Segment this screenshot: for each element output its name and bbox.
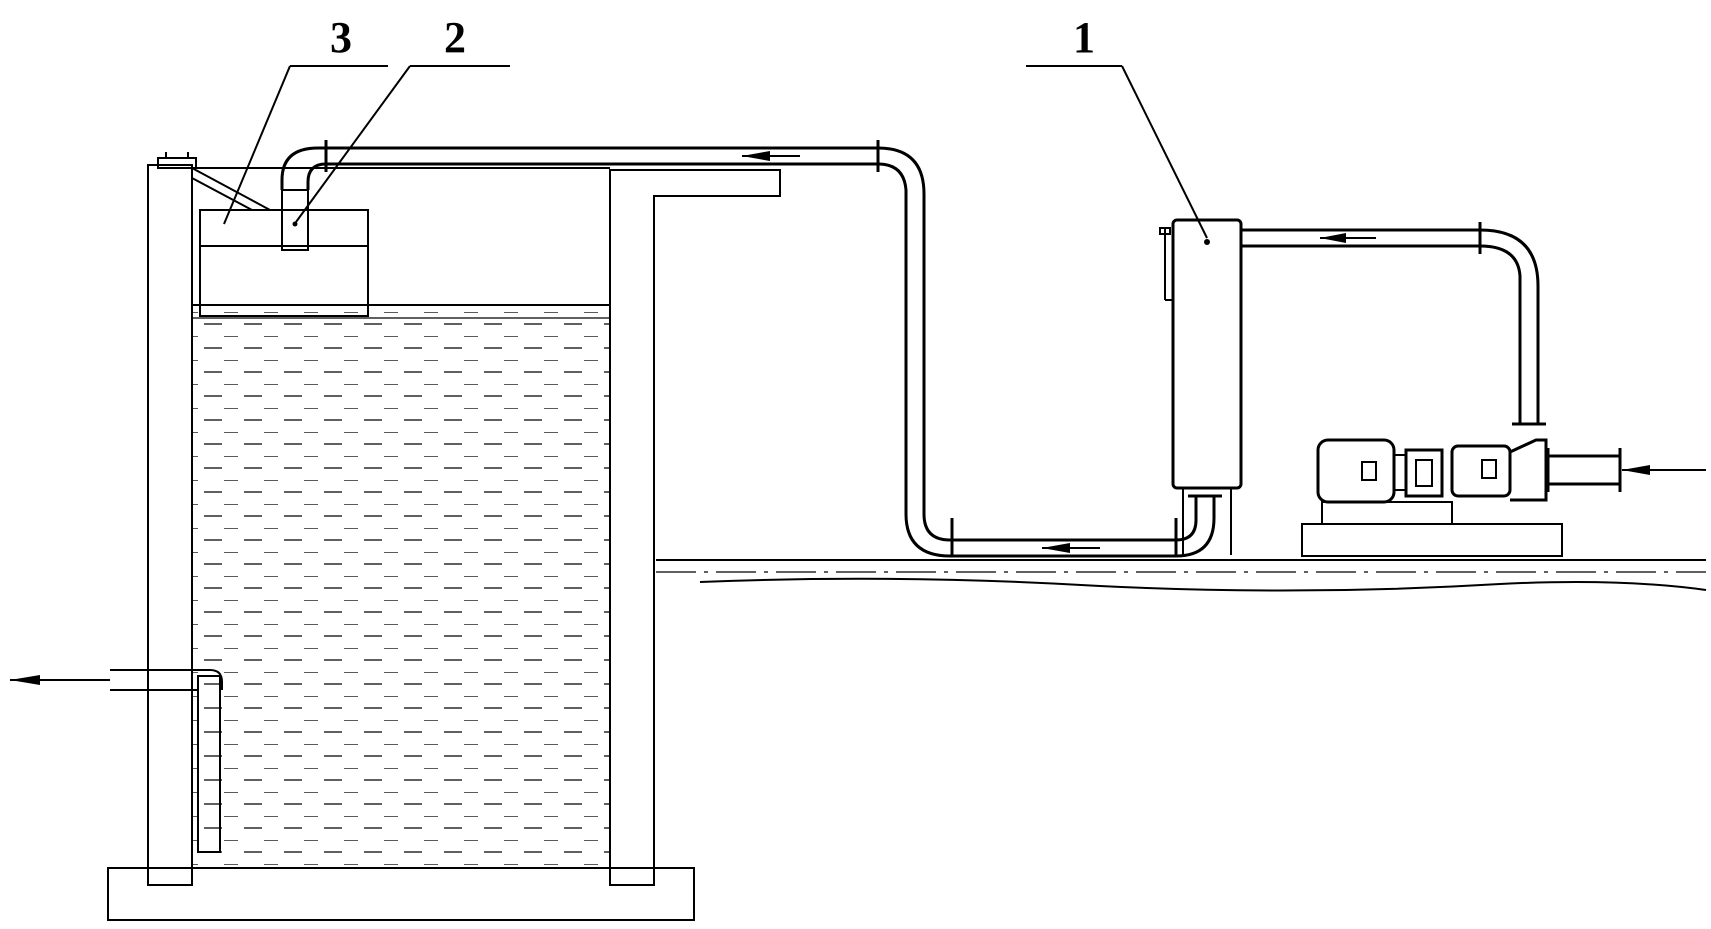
callout-label-1: 1	[1073, 13, 1095, 62]
outlet-pipe	[10, 669, 223, 853]
filter-basket	[191, 167, 369, 317]
return-pipe	[318, 140, 1222, 558]
ground-line	[656, 559, 1707, 592]
callout-3: 3	[223, 13, 388, 225]
flow-arrow-icon	[1320, 233, 1346, 243]
feed-pipe	[1241, 222, 1546, 426]
callout-2: 2	[295, 13, 510, 223]
flow-arrow-icon	[742, 151, 770, 161]
flow-arrow-icon	[1042, 543, 1070, 553]
treatment-unit	[1159, 218, 1243, 555]
pump	[1450, 444, 1512, 498]
tank-right-wall	[609, 169, 781, 886]
callout-label-3: 3	[330, 13, 352, 62]
pump-assembly	[1301, 438, 1706, 557]
tank-base-slab	[107, 867, 695, 921]
callout-label-2: 2	[444, 13, 466, 62]
discharge-nozzle	[280, 140, 328, 251]
flow-arrow-icon	[10, 675, 40, 685]
callout-1: 1	[1026, 13, 1208, 239]
tank-left-wall	[147, 164, 193, 886]
tank	[107, 152, 781, 921]
tank-water	[193, 304, 609, 866]
motor	[1316, 438, 1396, 504]
pump-base	[1301, 523, 1563, 557]
flow-arrow-icon	[1622, 465, 1650, 475]
